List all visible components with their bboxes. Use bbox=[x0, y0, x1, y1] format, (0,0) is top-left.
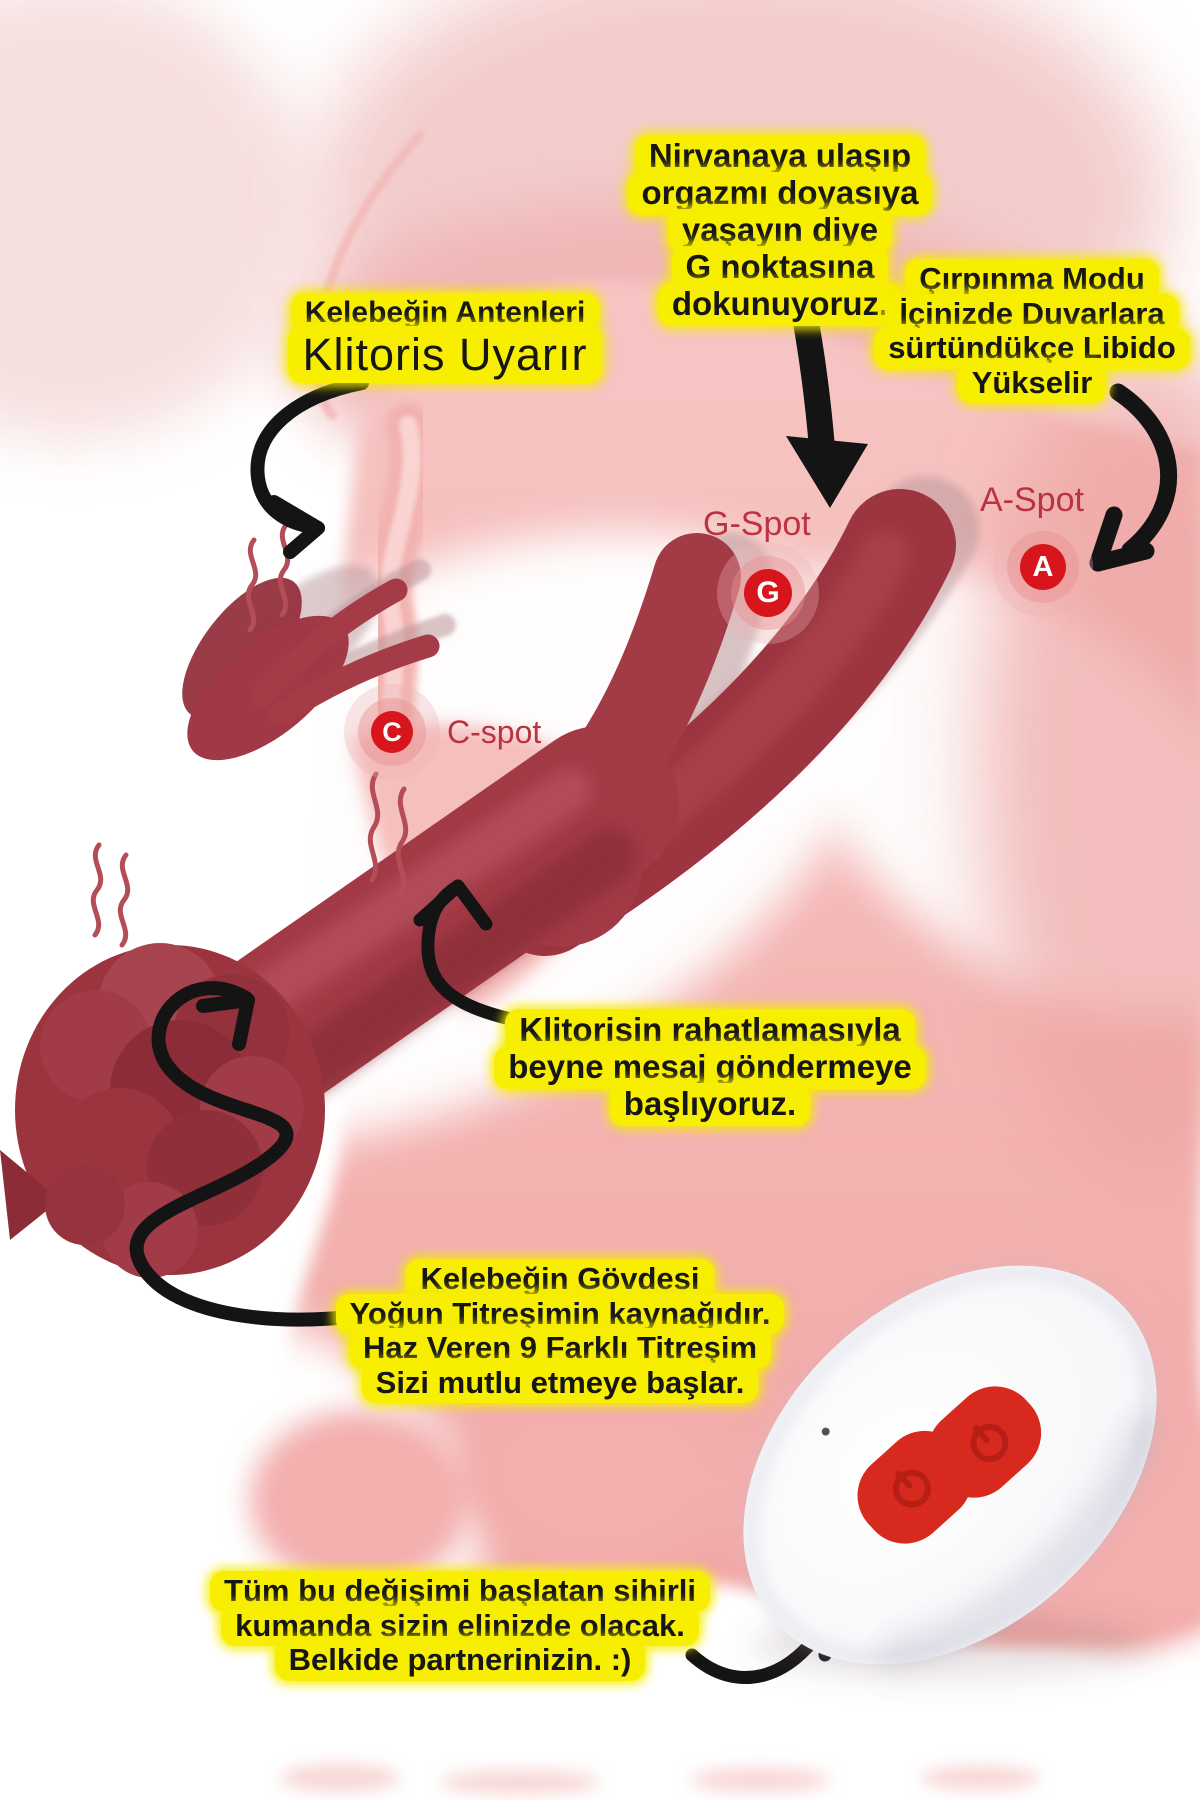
note-title: Kelebeğin Antenleri bbox=[290, 293, 600, 333]
note-butterfly-body: Kelebeğin Gövdesi Yoğun Titreşimin kayna… bbox=[335, 1259, 785, 1404]
remote-control bbox=[743, 1265, 1160, 1669]
arrow-right-to-aspot bbox=[1089, 383, 1178, 572]
note-antenna: Kelebeğin Antenleri Klitoris Uyarır bbox=[288, 293, 602, 384]
pink-bottom-smudges bbox=[280, 1764, 1040, 1794]
product-vibrator bbox=[0, 489, 956, 1278]
spot-c: C bbox=[371, 711, 413, 753]
note-line: Belkide partnerinizin. :) bbox=[274, 1640, 646, 1681]
spot-a-label: A-Spot bbox=[980, 481, 1084, 519]
remote-led bbox=[821, 1427, 830, 1436]
note-line: Kelebeğin Gövdesi bbox=[406, 1259, 714, 1300]
note-line: yaşayın diye bbox=[667, 208, 893, 252]
note-gspot-touch: Nirvanaya ulaşıp orgazmı doyasıya yaşayı… bbox=[580, 135, 980, 326]
remote-button-panel bbox=[857, 1386, 1042, 1544]
product-antenna-1 bbox=[250, 578, 408, 707]
note-line: beyne mesaj göndermeye bbox=[494, 1045, 926, 1089]
spot-c-label: C-spot bbox=[447, 714, 542, 750]
note-remote: Tüm bu değişimi başlatan sihirli kumanda… bbox=[210, 1571, 710, 1681]
note-line: İçinizde Duvarlara bbox=[885, 293, 1179, 335]
note-line: Tüm bu değişimi başlatan sihirli bbox=[210, 1571, 710, 1612]
note-line: dokunuyoruz. bbox=[657, 282, 903, 326]
spot-g: G bbox=[744, 569, 792, 617]
note-line: Klitorisin rahatlamasıyla bbox=[505, 1009, 915, 1052]
note-line: Çırpınma Modu bbox=[905, 259, 1159, 300]
note-line: sürtündükçe Libido bbox=[874, 328, 1190, 369]
blush-top-left bbox=[0, 0, 310, 440]
note-line: Sizi mutlu etmeye başlar. bbox=[361, 1362, 759, 1404]
product-antenna-2 bbox=[268, 634, 440, 727]
note-flutter-mode: Çırpınma Modu İçinizde Duvarlara sürtünd… bbox=[862, 259, 1200, 404]
power-icon-1 bbox=[892, 1469, 931, 1508]
note-line: G noktasına bbox=[671, 245, 889, 289]
note-line: Nirvanaya ulaşıp bbox=[634, 135, 926, 178]
note-line: Yükselir bbox=[957, 362, 1107, 404]
note-line: kumanda sizin elinizde olacak. bbox=[221, 1605, 699, 1647]
arrow-left-to-antenna bbox=[250, 376, 369, 559]
note-clitoris-message: Klitorisin rahatlamasıyla beyne mesaj gö… bbox=[494, 1009, 926, 1126]
arrow-mid-hook bbox=[413, 879, 560, 1035]
note-subtitle: Klitoris Uyarır bbox=[288, 326, 602, 384]
vibration-squiggles bbox=[90, 522, 409, 948]
note-line: Yoğun Titreşimin kaynağıdır. bbox=[335, 1293, 785, 1335]
spot-a: A bbox=[1020, 544, 1066, 590]
arrow-squiggle-body bbox=[129, 981, 389, 1327]
note-line: orgazmı doyasıya bbox=[627, 171, 933, 215]
power-icon-2 bbox=[970, 1423, 1009, 1462]
spot-g-label: G-Spot bbox=[703, 505, 811, 543]
note-line: başlıyoruz. bbox=[609, 1082, 811, 1126]
note-line: Haz Veren 9 Farklı Titreşim bbox=[349, 1328, 772, 1369]
